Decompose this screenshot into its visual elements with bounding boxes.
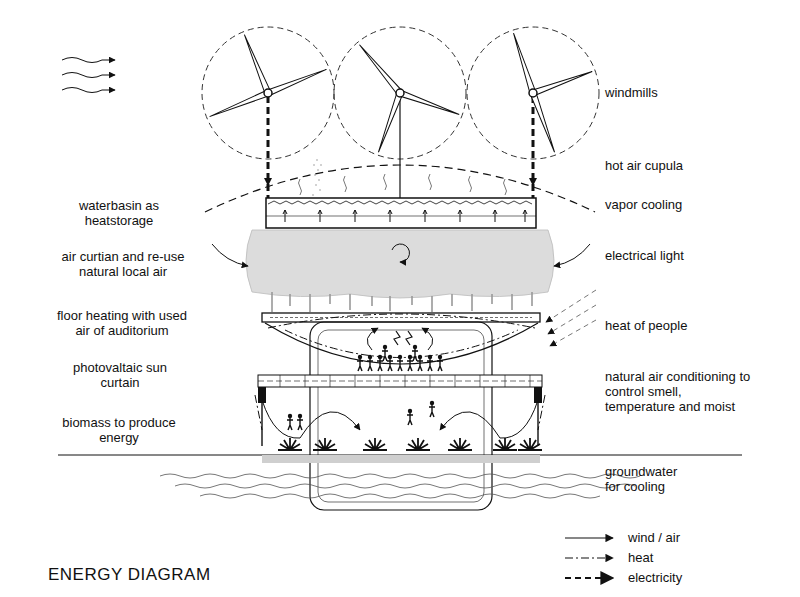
legend-text: heat <box>628 550 653 565</box>
air-flow <box>255 392 545 446</box>
water-basin <box>266 198 536 228</box>
wind-arrow <box>62 58 115 93</box>
legend-sample <box>565 538 613 578</box>
air-curtain-arrow <box>212 244 590 266</box>
legend-text: electricity <box>628 570 682 585</box>
annotation-label: hot air cupula <box>605 158 755 173</box>
light-heat-arrow <box>546 290 596 346</box>
foundation <box>262 455 540 463</box>
air-cloud <box>246 230 554 312</box>
auditorium-frame <box>310 322 492 510</box>
annotation-label: biomass to produce energy <box>56 415 182 445</box>
annotation-label: heat of people <box>605 318 755 333</box>
people <box>357 345 443 371</box>
vapor-plume <box>312 159 322 196</box>
groundwater-wave <box>160 474 640 498</box>
legend-text: wind / air <box>628 530 680 545</box>
annotation-label: electrical light <box>605 248 755 263</box>
annotation-label: natural air conditioning to control smel… <box>605 369 755 414</box>
annotation-label: vapor cooling <box>605 197 755 212</box>
diagram-title: ENERGY DIAGRAM <box>48 565 211 585</box>
annotation-label: floor heating with used air of auditoriu… <box>54 308 190 338</box>
people <box>287 401 435 430</box>
annotation-label: air curtian and re-use natural local air <box>50 249 196 279</box>
biomass-plant <box>278 438 542 450</box>
windmill-tower <box>264 96 537 200</box>
annotation-label: waterbasin as heatstorage <box>60 198 178 228</box>
photovoltaic-curtain <box>258 375 542 403</box>
annotation-label: windmills <box>605 85 755 100</box>
annotation-label: photovaltaic sun curtain <box>70 360 170 390</box>
heat-wave <box>299 174 507 195</box>
annotation-label: groundwater for cooling <box>605 464 687 494</box>
windmill-blades <box>208 32 593 153</box>
auditorium-frame <box>318 330 484 502</box>
